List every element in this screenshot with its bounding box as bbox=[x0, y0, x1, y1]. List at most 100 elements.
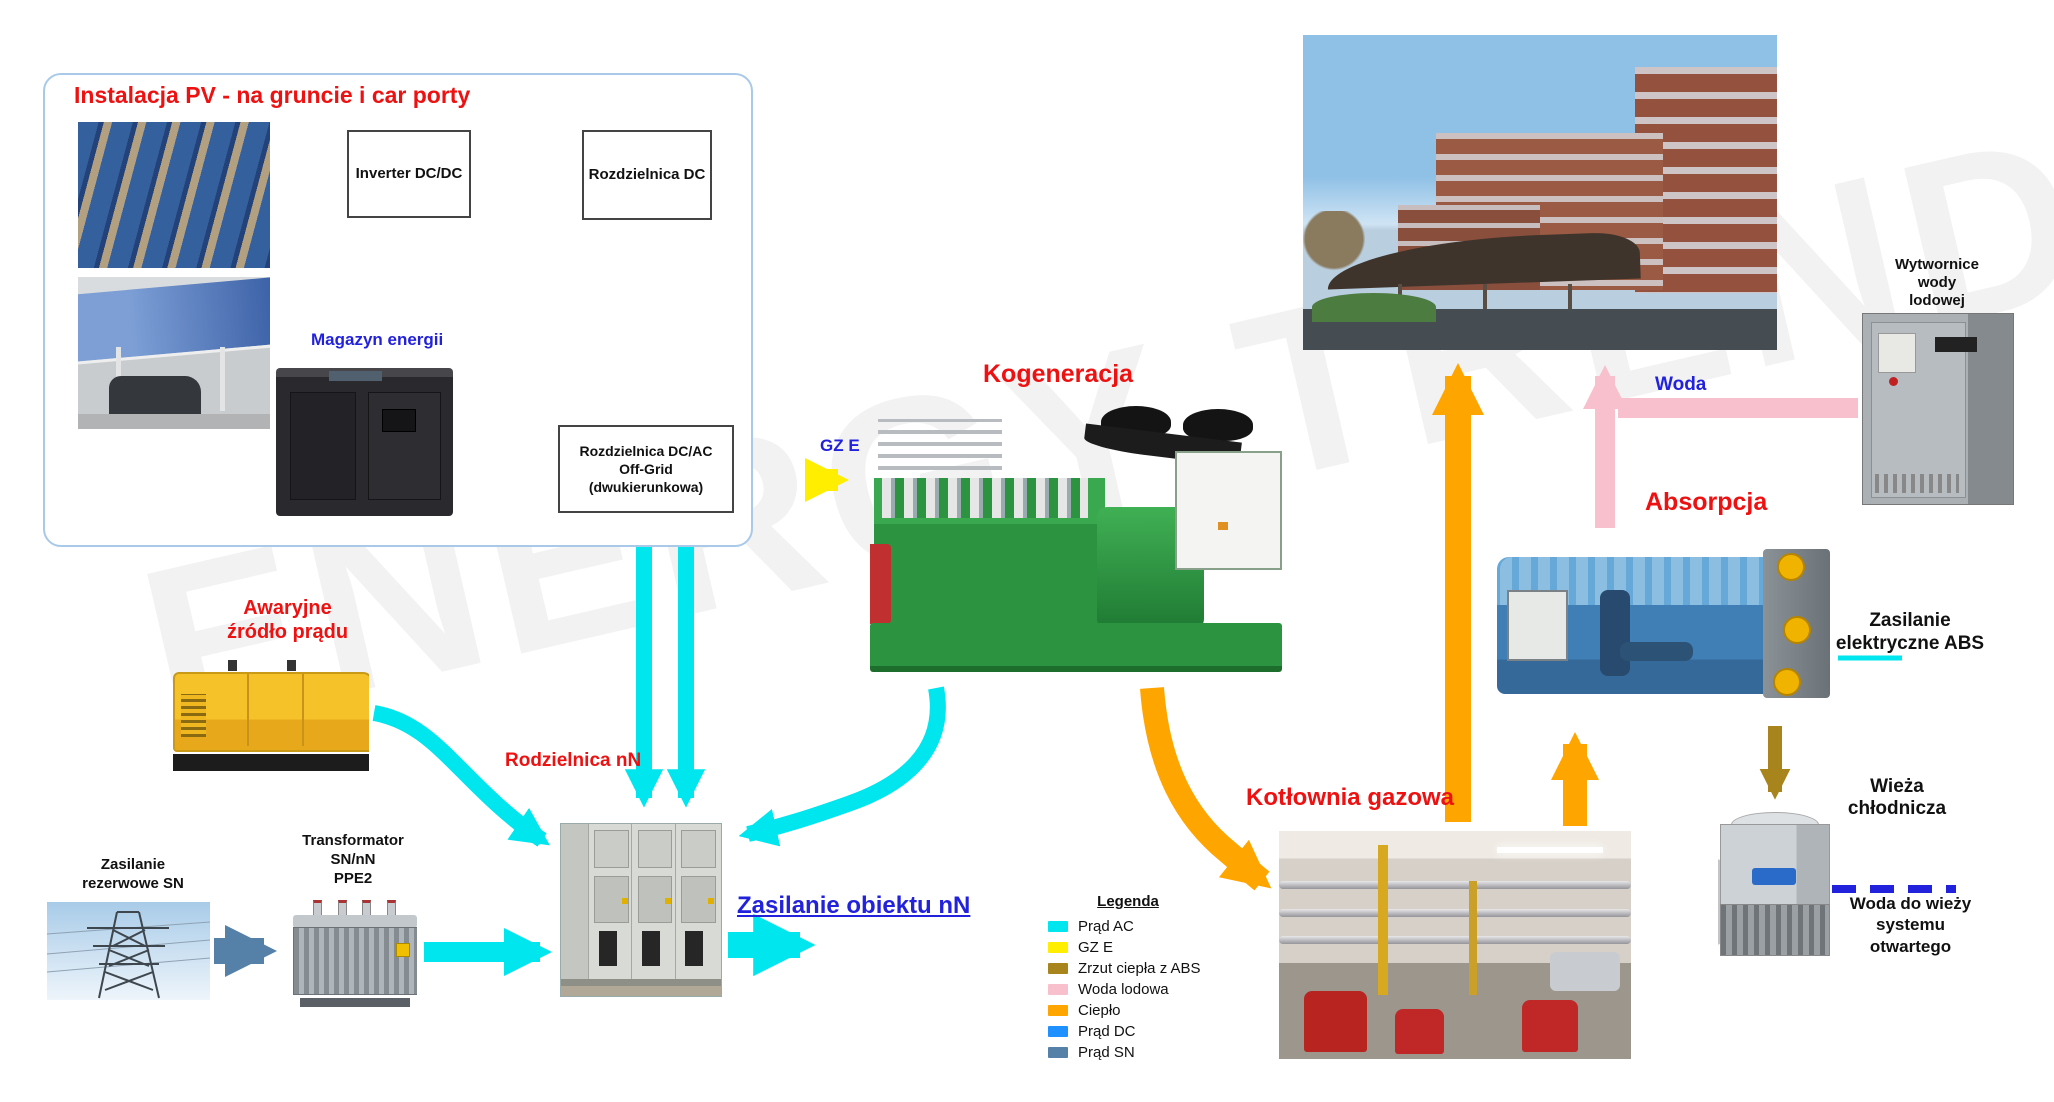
cooling-tower-label: Wieża chłodnicza bbox=[1832, 776, 1962, 820]
legend-swatch-prad-dc bbox=[1048, 1026, 1068, 1037]
carport-car bbox=[108, 375, 201, 422]
boiler-column bbox=[1469, 881, 1478, 996]
boiler-pipe bbox=[1279, 881, 1631, 890]
legend-swatch-cieplo bbox=[1048, 1005, 1068, 1016]
legend-swatch-zrzut-ciepla bbox=[1048, 963, 1068, 974]
inverter-box-label: Inverter DC/DC bbox=[355, 165, 463, 183]
chillers-line2: wody bbox=[1917, 274, 1957, 291]
transformer-fins bbox=[293, 926, 417, 996]
storage-vent bbox=[329, 370, 383, 382]
building-grass bbox=[1312, 293, 1436, 322]
transformer-line2: SN/nN bbox=[330, 850, 376, 868]
legend-row: Prąd AC bbox=[1048, 916, 1208, 937]
boiler-tank bbox=[1550, 951, 1621, 991]
power-pylon-photo bbox=[47, 902, 210, 1000]
legend-label: GZ E bbox=[1078, 939, 1114, 956]
transformer-base bbox=[300, 998, 410, 1007]
tower-logo bbox=[1751, 868, 1797, 885]
legend-label: Prąd DC bbox=[1078, 1023, 1136, 1040]
switchgear-column bbox=[631, 824, 675, 986]
offgrid-line3: (dwukierunkowa) bbox=[588, 479, 704, 496]
offgrid-line2: Off-Grid bbox=[619, 460, 673, 477]
chillers-line1: Wytwornice bbox=[1895, 256, 1979, 273]
switchgear-window bbox=[641, 930, 661, 967]
cabinet-indicator bbox=[1218, 521, 1229, 530]
absorber-pipe bbox=[1620, 642, 1694, 661]
hospital-building-photo bbox=[1303, 35, 1777, 350]
storage-label: Magazyn energii bbox=[311, 330, 444, 349]
open-water-label: Woda do wieży systemu otwartego bbox=[1838, 893, 1983, 957]
legend-row: Prąd DC bbox=[1048, 1021, 1208, 1042]
abs-power-line2: elektryczne ABS bbox=[1835, 632, 1985, 654]
abs-power-line1: Zasilanie bbox=[1869, 610, 1951, 631]
boiler-pump bbox=[1395, 1008, 1445, 1055]
dc-switchboard-box: Rozdzielnica DC bbox=[582, 130, 712, 220]
legend-swatch-prad-ac bbox=[1048, 921, 1068, 932]
switchgear-indicator bbox=[665, 898, 672, 905]
switchgear-column bbox=[588, 824, 632, 986]
boiler-pipe bbox=[1279, 908, 1631, 917]
open-water-line3: otwartego bbox=[1869, 936, 1952, 956]
absorber-pipe bbox=[1600, 590, 1631, 676]
engine-red-tank bbox=[870, 544, 891, 625]
boiler-room-photo bbox=[1279, 831, 1631, 1059]
absorber-flange bbox=[1783, 616, 1812, 645]
legend-label: Zrzut ciepła z ABS bbox=[1078, 960, 1201, 977]
pylon-lattice bbox=[47, 911, 210, 999]
absorption-chiller-photo bbox=[1497, 538, 1830, 724]
switchgear-indicator bbox=[622, 898, 629, 905]
storage-panel bbox=[368, 391, 441, 501]
switchgear-photo bbox=[560, 823, 722, 997]
reserve-line1: Zasilanie bbox=[100, 856, 166, 873]
switchgear-indicator bbox=[708, 898, 715, 905]
water-label: Woda bbox=[1655, 374, 1707, 395]
tower-louvers bbox=[1720, 903, 1830, 957]
pv-section-title: Instalacja PV - na gruncie i car porty bbox=[74, 82, 471, 108]
pv-carport-photo bbox=[78, 277, 270, 429]
chillers-display bbox=[1935, 336, 1977, 352]
flow-ac-genset-to-switchgear bbox=[372, 705, 550, 847]
boiler-pipe bbox=[1279, 935, 1631, 944]
tower-line1: Wieża bbox=[1870, 776, 1924, 797]
switchgear-panel bbox=[594, 830, 630, 869]
chp-title: Kogeneracja bbox=[983, 360, 1134, 388]
transformer-lid bbox=[293, 914, 417, 928]
legend-label: Prąd SN bbox=[1078, 1044, 1135, 1061]
legend-swatch-woda-lodowa bbox=[1048, 984, 1068, 995]
open-water-line1: Woda do wieży bbox=[1849, 894, 1972, 913]
genset-hook bbox=[227, 660, 237, 672]
boiler-pump bbox=[1521, 999, 1579, 1053]
genset-hook bbox=[286, 660, 296, 672]
offgrid-box: Rozdzielnica DC/AC Off-Grid (dwukierunko… bbox=[558, 425, 734, 513]
transformer-line1: Transformator bbox=[302, 832, 404, 849]
carport-floor bbox=[78, 413, 270, 429]
building-supply-label: Zasilanie obiektu nN bbox=[737, 892, 971, 919]
switchgear-label: Rodzielnica nN bbox=[505, 750, 642, 771]
reserve-line2: rezerwowe SN bbox=[82, 874, 184, 892]
switchgear-window bbox=[685, 930, 704, 967]
absorber-control-box bbox=[1506, 590, 1568, 662]
switchgear-plinth bbox=[561, 978, 721, 986]
dc-switchboard-label: Rozdzielnica DC bbox=[588, 166, 706, 184]
switchgear-floor bbox=[561, 985, 721, 996]
tower-body bbox=[1720, 823, 1830, 909]
building-pillar bbox=[1483, 283, 1488, 316]
engine-control-cabinet bbox=[1174, 451, 1282, 570]
boiler-light bbox=[1497, 846, 1603, 853]
energy-storage-photo bbox=[276, 368, 453, 516]
engine-muffler bbox=[1183, 408, 1254, 441]
carport-panel bbox=[78, 277, 270, 366]
chillers-emergency-button bbox=[1888, 376, 1898, 386]
emergency-generator-photo bbox=[173, 658, 369, 771]
genset-panel-line bbox=[302, 673, 305, 747]
flow-heat-chp-to-boiler bbox=[1140, 687, 1272, 891]
legend: Legenda Prąd AC GZ E Zrzut ciepła z ABS … bbox=[1048, 893, 1208, 1063]
absorber-flange bbox=[1773, 668, 1802, 697]
legend-row: Prąd SN bbox=[1048, 1042, 1208, 1063]
storage-panel bbox=[290, 391, 356, 501]
transformer-label: Transformator SN/nN PPE2 bbox=[286, 832, 420, 888]
emergency-line2: źródło prądu bbox=[226, 621, 349, 643]
chillers-label-plate bbox=[1878, 333, 1916, 373]
reserve-supply-label: Zasilanie rezerwowe SN bbox=[58, 856, 208, 894]
